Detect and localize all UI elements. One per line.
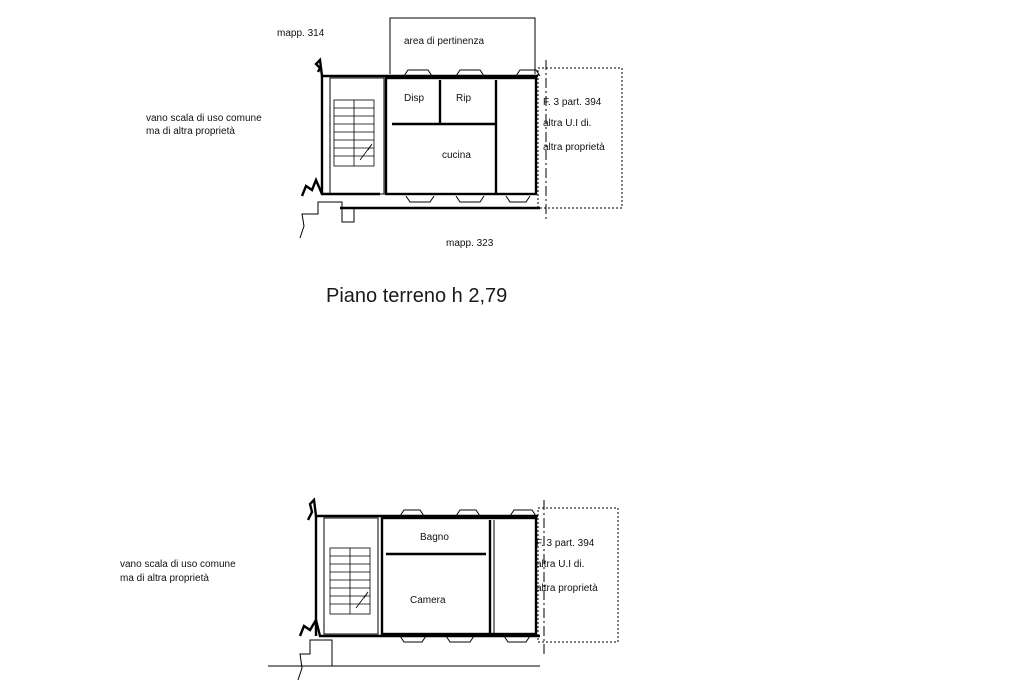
label-area-di-pertinenza: area di pertinenza [404, 36, 484, 47]
label-stair-ground-line2: ma di altra proprietà [146, 126, 235, 137]
room-label-rip: Rip [456, 93, 471, 104]
ground-window-bottom-3 [505, 195, 531, 203]
first-stair-hall [323, 517, 379, 635]
room-label-cucina: cucina [442, 150, 471, 161]
first-floor-plan [268, 497, 619, 681]
ground-stair-hall [329, 77, 385, 195]
first-outer-bottom-wall [298, 616, 540, 638]
room-label-camera: Camera [410, 595, 446, 606]
ground-outer-top-wall [314, 57, 538, 78]
ground-other-unit-line1: F. 3 part. 394 [543, 97, 602, 108]
ground-window-top-2 [455, 69, 485, 77]
ground-unit-outline [384, 76, 538, 196]
first-window-top-1 [399, 509, 425, 517]
first-window-bottom-1 [399, 635, 427, 643]
ground-window-top-1 [403, 69, 433, 77]
first-other-unit-line2: altra U.I di. [536, 559, 584, 570]
first-outer-top-wall [306, 497, 538, 521]
label-mapp-314: mapp. 314 [277, 28, 325, 39]
label-stair-first-line2: ma di altra proprietà [120, 573, 209, 584]
ground-window-bottom-2 [455, 195, 485, 203]
label-stair-ground-line1: vano scala di uso comune [146, 113, 262, 124]
first-other-unit-line1: F. 3 part. 394 [536, 538, 595, 549]
room-label-disp: Disp [404, 93, 424, 104]
ground-other-unit-line3: altra proprietà [543, 142, 605, 153]
ground-window-top-3 [515, 69, 541, 77]
ground-other-unit-line2: altra U.I di. [543, 118, 591, 129]
ground-floor-title: Piano terreno h 2,79 [326, 285, 507, 307]
ground-stair-flight [333, 99, 375, 167]
first-stair-flight [329, 547, 371, 615]
label-mapp-323: mapp. 323 [446, 238, 494, 249]
ground-floor-plan [299, 17, 623, 239]
area-di-pertinenza-outline [389, 17, 536, 74]
first-front-steps [297, 639, 333, 681]
first-unit-outline [380, 516, 538, 636]
ground-window-bottom-1 [405, 195, 435, 203]
first-window-bottom-3 [503, 635, 531, 643]
label-stair-first-line1: vano scala di uso comune [120, 559, 236, 570]
room-label-bagno: Bagno [420, 532, 449, 543]
ground-other-unit-dashed [537, 67, 623, 209]
first-window-top-3 [509, 509, 537, 517]
first-other-unit-line3: altra proprietà [536, 583, 598, 594]
first-other-unit-dashed [537, 507, 619, 643]
first-window-top-2 [455, 509, 481, 517]
first-window-bottom-2 [445, 635, 475, 643]
ground-front-steps [299, 201, 355, 239]
